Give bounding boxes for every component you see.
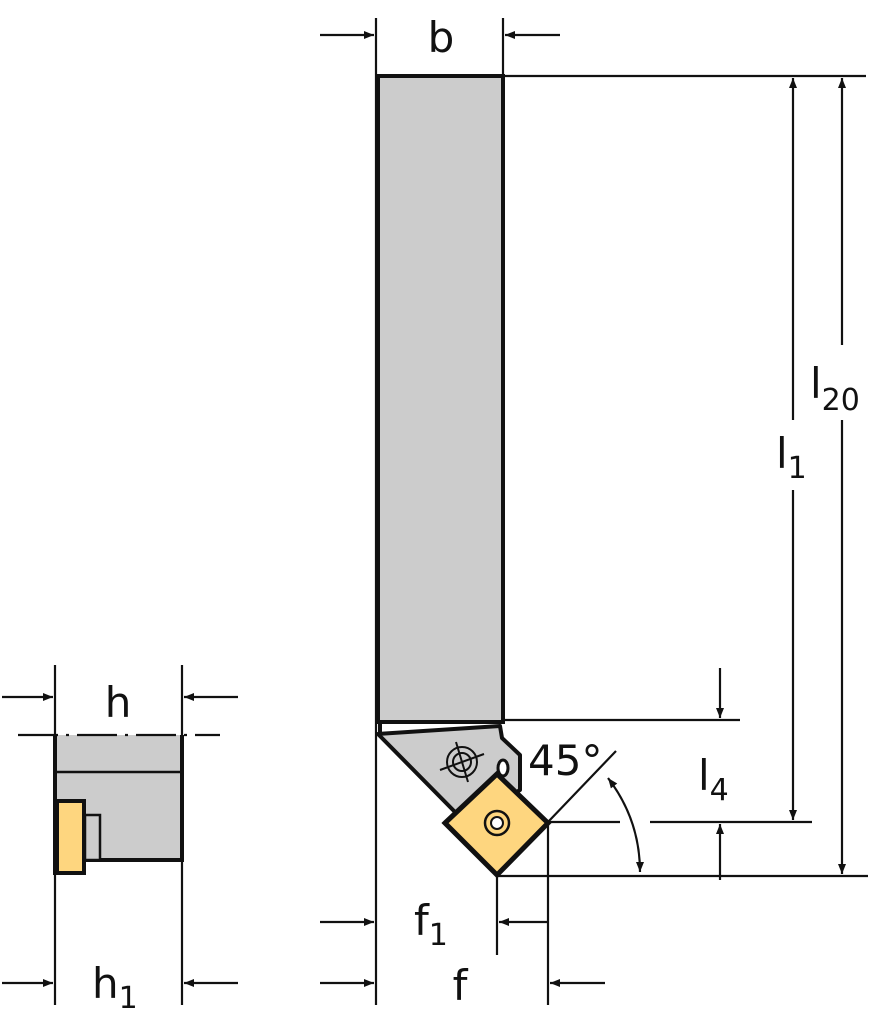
label-f: f — [453, 961, 469, 1010]
tool-shank — [376, 74, 505, 724]
label-h1: h1 — [92, 959, 138, 1016]
label-l20: l20 — [810, 359, 860, 418]
label-l4: l4 — [698, 751, 729, 808]
label-l1: l1 — [776, 429, 807, 486]
label-angle: 45° — [528, 736, 602, 785]
clamp-screw-icon — [439, 741, 485, 783]
label-h: h — [105, 678, 132, 727]
label-b: b — [428, 13, 455, 62]
end-view-insert — [55, 799, 86, 875]
end-view — [18, 733, 220, 875]
label-f1: f1 — [414, 896, 448, 953]
